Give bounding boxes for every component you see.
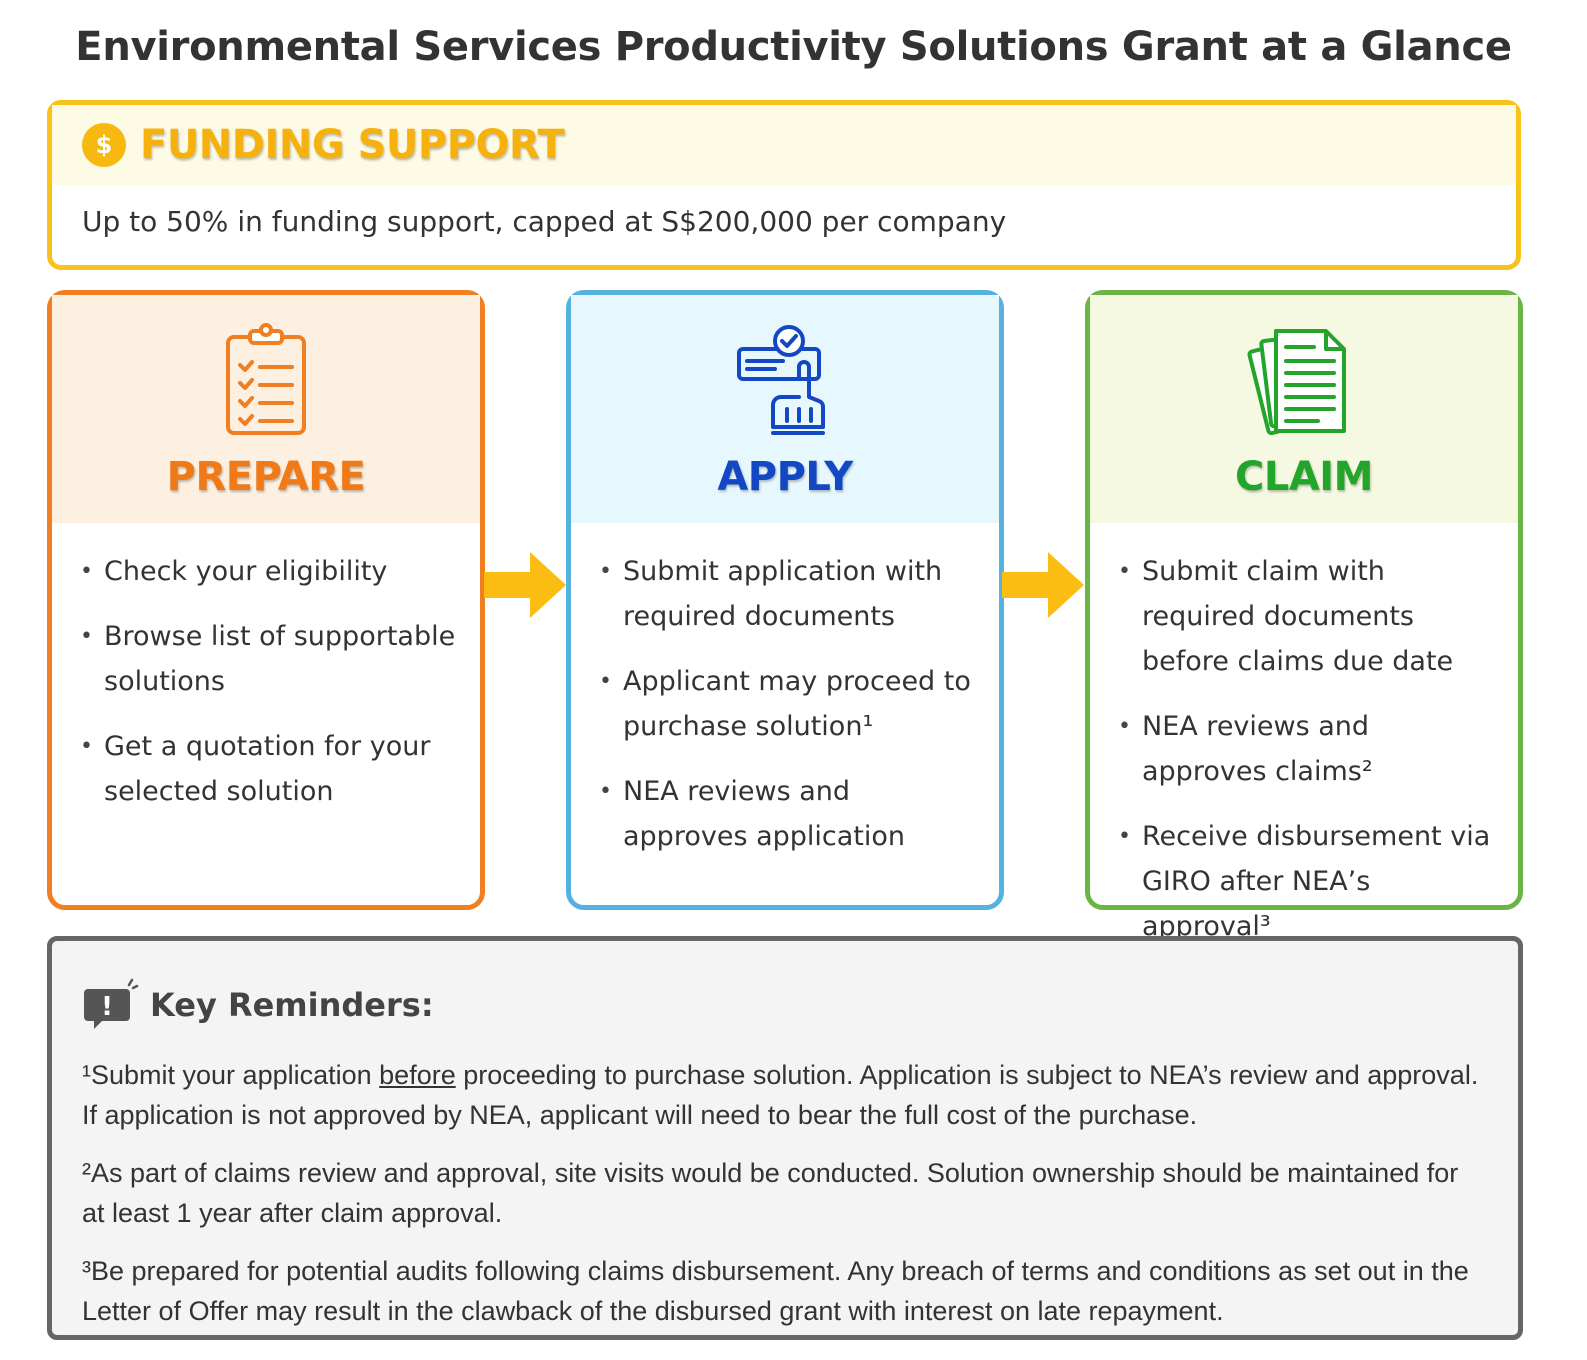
list-item: Check your eligibility — [80, 549, 464, 594]
funding-support-header: $ FUNDING SUPPORT — [52, 105, 1516, 185]
step-label-claim: CLAIM — [1235, 454, 1374, 500]
list-item: Browse list of supportable solutions — [80, 614, 464, 704]
step-items-prepare: Check your eligibility Browse list of su… — [52, 523, 480, 814]
key-reminders-header: ! Key Reminders: — [82, 977, 1488, 1033]
step-label-apply: APPLY — [717, 454, 853, 500]
svg-text:!: ! — [101, 992, 113, 1022]
list-item: Get a quotation for your selected soluti… — [80, 724, 464, 814]
list-item: Receive disbursement via GIRO after NEA’… — [1118, 814, 1502, 949]
step-card-header: PREPARE — [52, 295, 480, 523]
step-label-prepare: PREPARE — [166, 454, 366, 500]
key-reminders-heading: Key Reminders: — [150, 986, 434, 1024]
list-item: Submit application with required documen… — [599, 549, 983, 639]
clipboard-checklist-icon — [226, 323, 306, 435]
funding-support-description: Up to 50% in funding support, capped at … — [82, 205, 1007, 238]
arrow-right-icon — [1002, 552, 1084, 618]
list-item: Applicant may proceed to purchase soluti… — [599, 659, 983, 749]
dollar-coin-icon: $ — [82, 123, 126, 167]
emphasis-before: before — [379, 1060, 456, 1090]
key-reminders-panel: ! Key Reminders: ¹Submit your applicatio… — [47, 936, 1523, 1340]
step-card-claim: CLAIM Submit claim with required documen… — [1085, 290, 1523, 942]
step-items-apply: Submit application with required documen… — [571, 523, 999, 859]
reminder-note-1: ¹Submit your application before proceedi… — [82, 1060, 1479, 1130]
hand-click-checkmark-icon — [737, 325, 825, 435]
arrow-right-icon — [484, 552, 566, 618]
funding-support-panel: $ FUNDING SUPPORT Up to 50% in funding s… — [47, 100, 1521, 270]
step-card-apply: APPLY Submit application with required d… — [566, 290, 1004, 910]
page-title: Environmental Services Productivity Solu… — [75, 24, 1512, 70]
list-item: NEA reviews and approves application — [599, 769, 983, 859]
step-items-claim: Submit claim with required documents bef… — [1090, 523, 1518, 949]
alert-speech-bubble-icon: ! — [84, 978, 139, 1029]
documents-stack-icon — [1247, 329, 1346, 436]
funding-support-heading: FUNDING SUPPORT — [140, 122, 565, 168]
step-card-prepare: PREPARE Check your eligibility Browse li… — [47, 290, 485, 910]
step-card-header: CLAIM — [1090, 295, 1518, 523]
step-card-header: APPLY — [571, 295, 999, 523]
list-item: Submit claim with required documents bef… — [1118, 549, 1502, 684]
list-item: NEA reviews and approves claims² — [1118, 704, 1502, 794]
reminder-note-3: ³Be prepared for potential audits follow… — [82, 1256, 1469, 1326]
reminder-note-2: ²As part of claims review and approval, … — [82, 1158, 1459, 1228]
